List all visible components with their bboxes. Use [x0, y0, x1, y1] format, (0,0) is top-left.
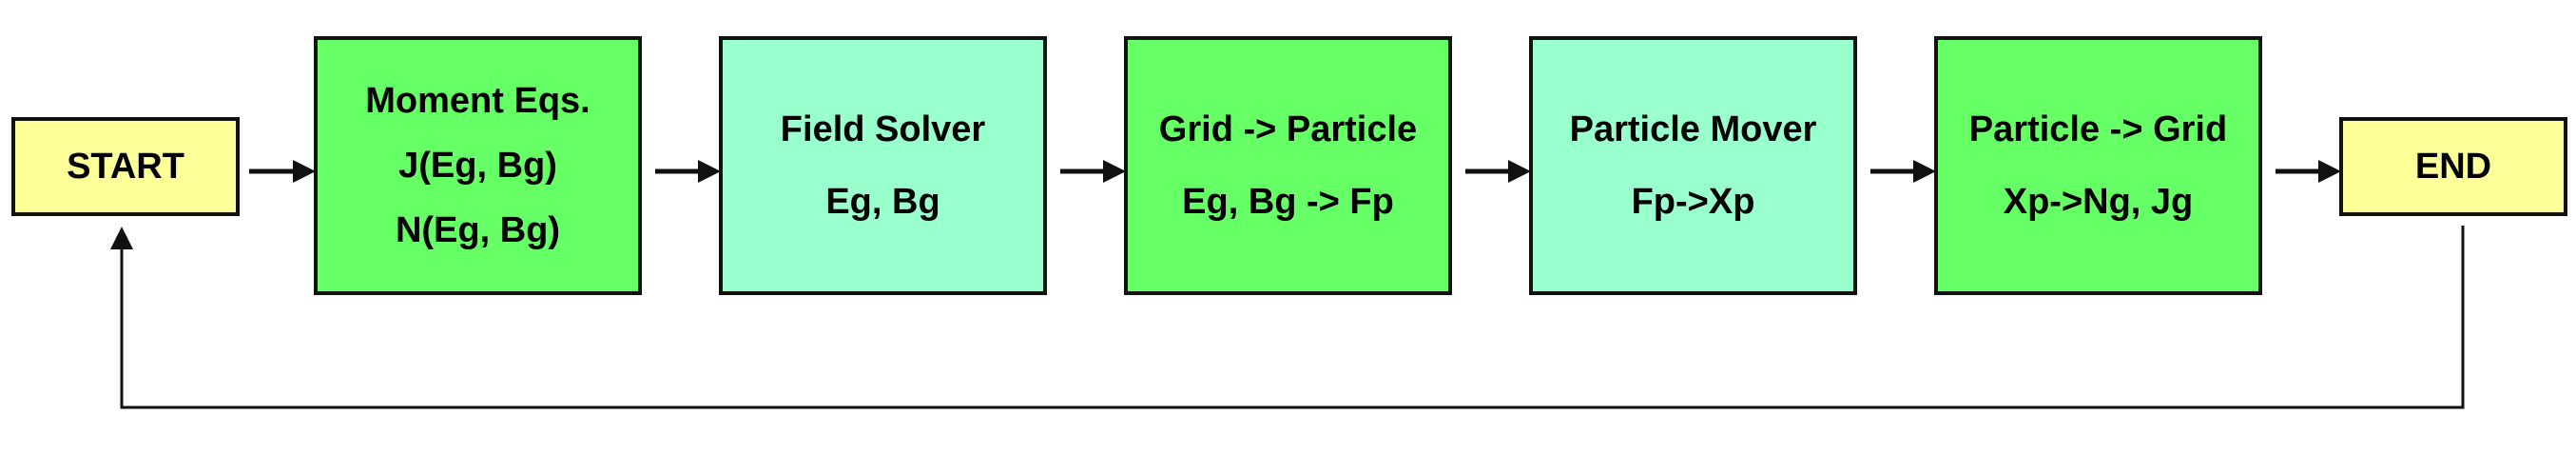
arrowhead-field-to-gridparticle — [1103, 160, 1126, 183]
step-grid-to-particle-detail: Eg, Bg -> Fp — [1182, 182, 1394, 222]
step-field-solver-title: Field Solver — [780, 109, 986, 149]
step-particle-mover-detail: Fp->Xp — [1631, 182, 1755, 222]
loop-back-arrowhead — [110, 227, 133, 249]
start-node: START — [11, 117, 240, 216]
step-moment-equations: Moment Eqs. J(Eg, Bg) N(Eg, Bg) — [314, 36, 642, 295]
step-grid-to-particle-title: Grid -> Particle — [1158, 109, 1418, 149]
step-particle-mover: Particle Mover Fp->Xp — [1529, 36, 1857, 295]
arrowhead-mover-to-particlegrid — [1913, 160, 1936, 183]
loop-back-connector — [120, 226, 2465, 409]
start-label: START — [67, 147, 184, 187]
step-moment-equations-title: Moment Eqs. — [365, 81, 591, 121]
arrowhead-start-to-moment — [293, 160, 316, 183]
arrowhead-gridparticle-to-mover — [1508, 160, 1531, 183]
step-particle-to-grid-title: Particle -> Grid — [1968, 109, 2228, 149]
step-grid-to-particle: Grid -> Particle Eg, Bg -> Fp — [1124, 36, 1452, 295]
step-moment-equations-density: N(Eg, Bg) — [395, 210, 561, 250]
step-particle-mover-title: Particle Mover — [1569, 109, 1817, 149]
step-field-solver-detail: Eg, Bg — [825, 182, 940, 222]
step-particle-to-grid: Particle -> Grid Xp->Ng, Jg — [1934, 36, 2262, 295]
step-field-solver: Field Solver Eg, Bg — [719, 36, 1047, 295]
step-particle-to-grid-detail: Xp->Ng, Jg — [2003, 182, 2194, 222]
end-label: END — [2414, 147, 2492, 187]
arrowhead-moment-to-field — [698, 160, 721, 183]
arrowhead-particlegrid-to-end — [2318, 160, 2341, 183]
end-node: END — [2339, 117, 2567, 216]
step-moment-equations-current: J(Eg, Bg) — [398, 146, 557, 186]
